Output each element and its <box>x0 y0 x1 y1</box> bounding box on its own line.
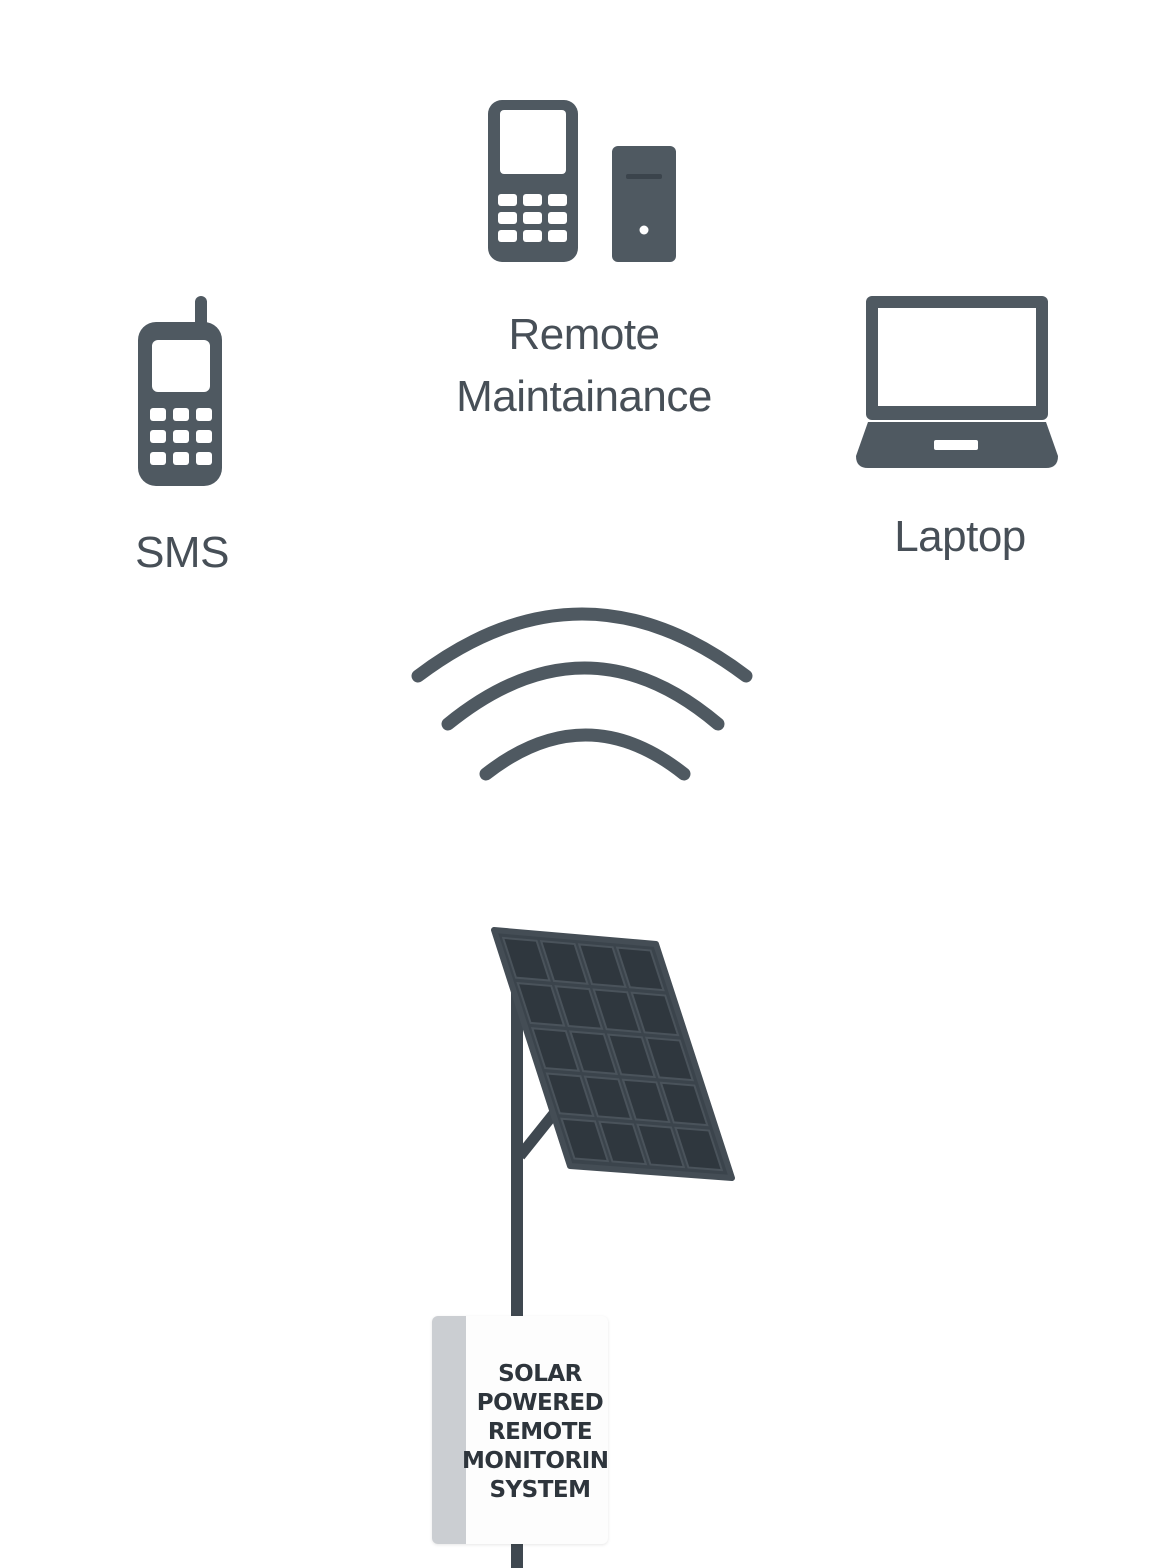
laptop-icon <box>856 296 1058 468</box>
box-line-4: MONITORING <box>462 1448 608 1474</box>
box-line-3: REMOTE <box>487 1419 593 1445</box>
solar-cell <box>630 991 680 1037</box>
desk-phone-icon <box>488 100 578 262</box>
remote-label-line-1: Remote <box>508 310 660 359</box>
monitoring-system-label: SOLAR POWERED REMOTE MONITORING SYSTEM <box>462 1360 608 1505</box>
solar-cell <box>606 1033 657 1079</box>
solar-cell <box>598 1120 648 1166</box>
monitoring-system-box: SOLAR POWERED REMOTE MONITORING SYSTEM <box>432 1316 608 1544</box>
remote-maintainance-label: Remote Maintainance <box>384 304 784 428</box>
remote-label-line-2: Maintainance <box>456 372 712 421</box>
solar-cell <box>545 1072 595 1118</box>
solar-cell <box>615 946 665 992</box>
box-line-2: POWERED <box>476 1390 604 1416</box>
solar-cell <box>568 1030 619 1076</box>
laptop-label: Laptop <box>894 512 1026 561</box>
box-line-5: SYSTEM <box>489 1477 591 1503</box>
solar-cell <box>592 988 642 1034</box>
box-side-edge <box>432 1316 466 1544</box>
solar-cell <box>621 1078 671 1124</box>
solar-cell <box>530 1027 581 1072</box>
computer-tower-icon <box>612 146 676 262</box>
solar-cell <box>577 943 627 989</box>
mobile-phone-icon <box>138 296 222 486</box>
solar-cell <box>644 1036 695 1082</box>
solar-cell <box>583 1075 633 1121</box>
wireless-signal-icon <box>411 607 753 781</box>
solar-cell <box>560 1117 610 1163</box>
solar-cell <box>516 981 566 1027</box>
solar-cell <box>539 940 589 985</box>
solar-cell <box>659 1081 709 1127</box>
solar-cell <box>674 1126 724 1172</box>
solar-cell <box>636 1123 686 1169</box>
solar-cell <box>554 985 604 1030</box>
solar-cell <box>501 936 551 982</box>
sms-label: SMS <box>135 528 229 577</box>
solar-panel-icon <box>491 927 735 1568</box>
box-line-1: SOLAR <box>498 1361 582 1387</box>
